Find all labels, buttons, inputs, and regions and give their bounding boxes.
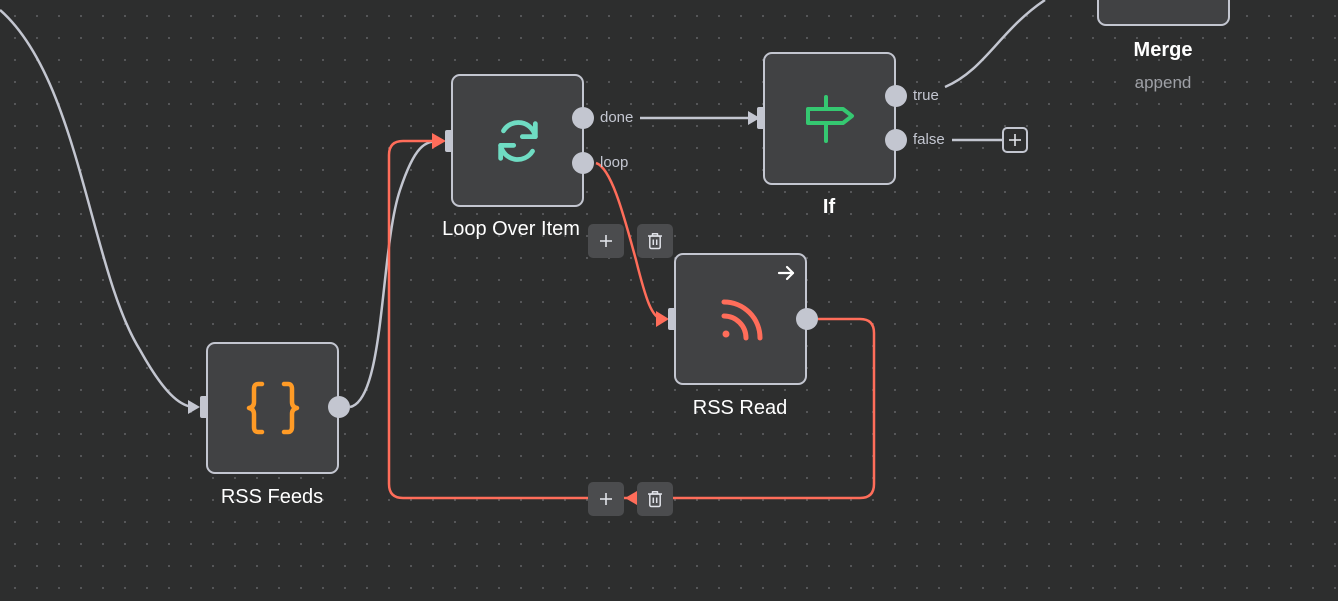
node-rss-read[interactable] — [674, 253, 807, 385]
node-rss-feeds-label: RSS Feeds — [220, 486, 324, 508]
loop-input-handle[interactable] — [445, 130, 455, 152]
plus-icon — [1009, 134, 1021, 146]
edge-arrow — [188, 400, 200, 414]
node-merge-subtitle: append — [1134, 73, 1192, 92]
edge-add-node-button[interactable] — [588, 224, 624, 258]
loop-output-done-handle[interactable] — [572, 107, 594, 129]
if-output-true-label: true — [913, 87, 939, 104]
rss-feeds-input-handle[interactable] — [200, 396, 210, 418]
if-output-false-label: false — [913, 131, 945, 148]
arrow-right-icon — [777, 265, 795, 281]
if-output-false-handle[interactable] — [885, 129, 907, 151]
if-output-true-handle[interactable] — [885, 85, 907, 107]
if-input-handle[interactable] — [757, 107, 767, 129]
if-false-add-node-button[interactable] — [1002, 127, 1028, 153]
trash-icon — [648, 233, 662, 250]
node-rss-read-label: RSS Read — [692, 397, 788, 419]
node-merge-label: Merge — [1133, 39, 1193, 61]
node-loop-over-items[interactable] — [451, 74, 584, 207]
trash-icon — [648, 491, 662, 508]
node-loop-over-items-label: Loop Over Item — [442, 218, 580, 240]
loop-output-done-label: done — [600, 109, 634, 126]
edge-arrow — [748, 111, 760, 125]
edge-offscreen-to-rss-feeds[interactable] — [0, 9, 193, 409]
node-merge[interactable] — [1097, 0, 1230, 26]
edge-if-true-to-merge[interactable] — [944, 0, 1046, 89]
rss-feeds-output-handle[interactable] — [328, 396, 350, 418]
node-rss-feeds[interactable] — [206, 342, 339, 474]
rss-read-output-handle[interactable] — [796, 308, 818, 330]
edge-add-node-button[interactable] — [588, 482, 624, 516]
edge-arrow — [625, 491, 637, 505]
loop-output-loop-label: loop — [600, 154, 629, 171]
plus-icon — [600, 493, 612, 505]
edge-arrow — [432, 133, 446, 149]
edge-arrow — [656, 311, 669, 327]
rss-icon — [721, 299, 762, 341]
node-if-label: If — [822, 196, 836, 218]
loop-output-loop-handle[interactable] — [572, 152, 594, 174]
signpost-icon — [805, 94, 854, 143]
edge-delete-button[interactable] — [637, 482, 673, 516]
sync-icon — [497, 119, 538, 162]
edge-loop-loop-to-rss-read[interactable] — [595, 161, 663, 321]
rss-read-input-handle[interactable] — [668, 308, 678, 330]
edge-rss-feeds-to-loop[interactable] — [349, 139, 441, 409]
plus-icon — [600, 235, 612, 247]
edge-delete-button[interactable] — [637, 224, 673, 258]
node-if[interactable] — [763, 52, 896, 185]
braces-icon — [246, 381, 299, 435]
